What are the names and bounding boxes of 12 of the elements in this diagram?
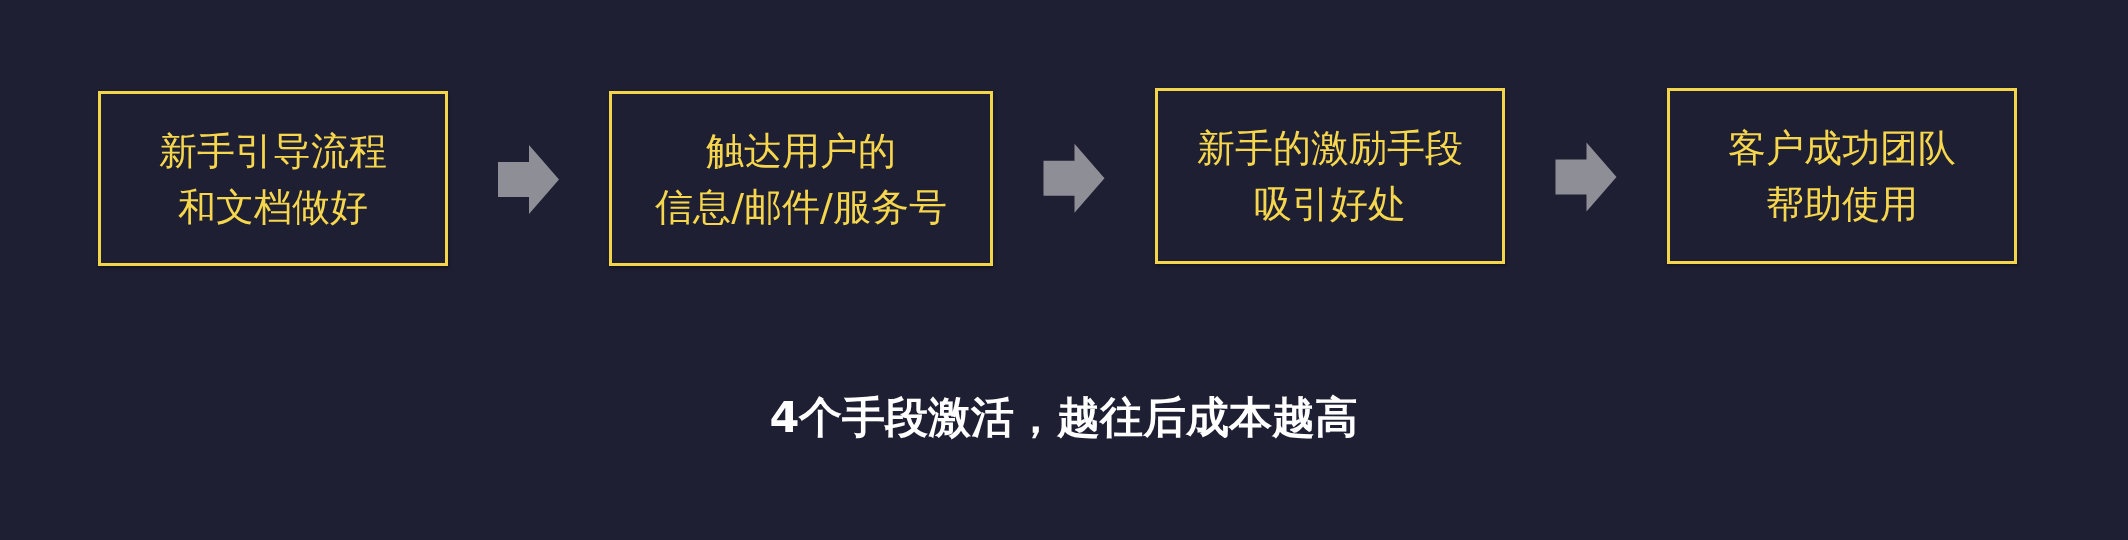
block-arrow (1555, 142, 1617, 212)
block-arrow (498, 145, 559, 214)
block-arrow (1043, 143, 1105, 213)
box-label: 触达用户的信息/邮件/服务号 (655, 127, 947, 231)
box-label: 新手的激励手段吸引好处 (1197, 125, 1463, 228)
process-box (609, 91, 993, 266)
process-box (98, 91, 448, 266)
process-box (1155, 88, 1505, 264)
process-box (1667, 88, 2017, 264)
caption: 4个手段激活，越往后成本越高 (769, 391, 1359, 444)
box-label: 客户成功团队帮助使用 (1728, 125, 1956, 228)
box-label: 新手引导流程和文档做好 (159, 127, 387, 231)
